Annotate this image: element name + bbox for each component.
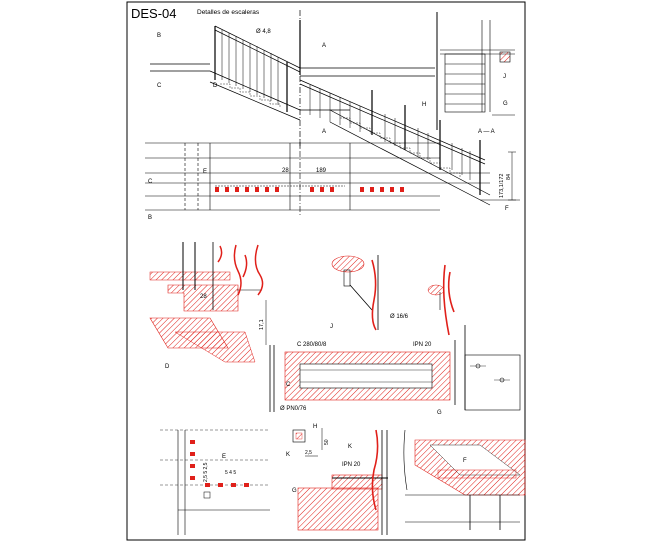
label-dim-28: 28 (282, 168, 289, 174)
label-C-top: C (157, 83, 162, 89)
detail-k-dim25: 2,5 (305, 450, 312, 456)
detail-e-dims-v: 2,5 5 2,5 (203, 462, 209, 482)
detail-k-right: K (348, 444, 352, 450)
detail-c (269, 264, 521, 412)
detail-j (331, 255, 455, 331)
label-section-AA: A — A (478, 129, 495, 135)
label-phi48: Ø 4,8 (256, 29, 271, 35)
detail-g-ipn: IPN 20 (342, 462, 361, 468)
detail-d-label: D (165, 364, 170, 370)
balusters-upper (221, 30, 279, 105)
detail-c-letter: C (286, 382, 291, 388)
detail-d (149, 242, 267, 363)
detail-g (297, 429, 388, 535)
detail-j-label: J (330, 324, 333, 330)
label-C-mid: C (148, 179, 153, 185)
detail-k-label: K (286, 452, 290, 458)
detail-g-right: G (437, 410, 442, 416)
sheet-frame (126, 1, 526, 541)
sheet-title: Detalles de escaleras (197, 9, 260, 16)
detail-e (160, 429, 270, 535)
detail-j-phi: Ø 16/6 (390, 314, 409, 320)
label-J-right: J (503, 74, 506, 80)
label-dim-173: 173,1/172 (499, 174, 505, 198)
detail-e-label: E (222, 454, 226, 460)
detail-k (292, 428, 323, 457)
label-dim-189: 189 (316, 168, 327, 174)
plan-step-marks (215, 187, 404, 192)
detail-c-plate: Ø PN0/76 (280, 406, 307, 412)
label-F-right: F (505, 206, 509, 212)
section-aa (436, 12, 515, 130)
label-H-mid: H (422, 102, 426, 108)
detail-d-dim28: 28 (200, 294, 207, 300)
label-B-bot: B (148, 215, 152, 221)
detail-h-label: H (313, 424, 317, 430)
label-B-top: B (157, 33, 161, 39)
detail-k-dim50: 50 (324, 439, 330, 445)
detail-c-profile: C 280/80/8 (297, 342, 327, 348)
detail-d-dim171: 17,1 (259, 319, 265, 330)
label-E-top: E (203, 169, 207, 175)
stair-steps (220, 83, 461, 178)
label-A-mid: A (322, 129, 326, 135)
balusters-lower (309, 85, 471, 180)
sheet-code: DES-04 (131, 6, 177, 21)
detail-f (403, 429, 526, 530)
label-G-right: G (503, 101, 508, 107)
label-D-top: D (213, 83, 218, 89)
detail-g-label: G (292, 488, 297, 494)
dim-vertical-right (480, 151, 520, 201)
label-dim-84: 84 (506, 174, 512, 180)
stair-elevation (150, 10, 491, 206)
stair-plan (145, 140, 490, 215)
detail-c-ipn: IPN 20 (413, 342, 432, 348)
label-A-top: A (322, 43, 326, 49)
detail-e-dims-h: 5 4 5 (225, 470, 236, 476)
detail-f-label: F (463, 458, 467, 464)
